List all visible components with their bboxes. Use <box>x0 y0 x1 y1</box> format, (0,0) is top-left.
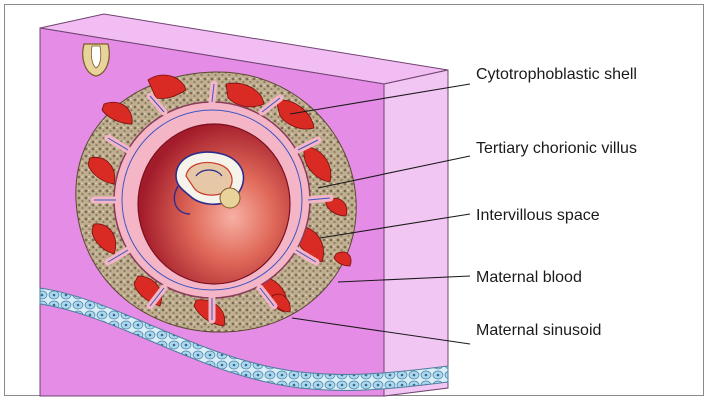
label-intervillous-space: Intervillous space <box>476 207 600 225</box>
label-cytotrophoblastic-shell: Cytotrophoblastic shell <box>476 66 637 84</box>
label-maternal-blood: Maternal blood <box>476 269 582 287</box>
endometrium-side-face <box>384 70 448 396</box>
label-tertiary-chorionic-villus: Tertiary chorionic villus <box>476 140 637 158</box>
label-maternal-sinusoid: Maternal sinusoid <box>476 322 601 340</box>
